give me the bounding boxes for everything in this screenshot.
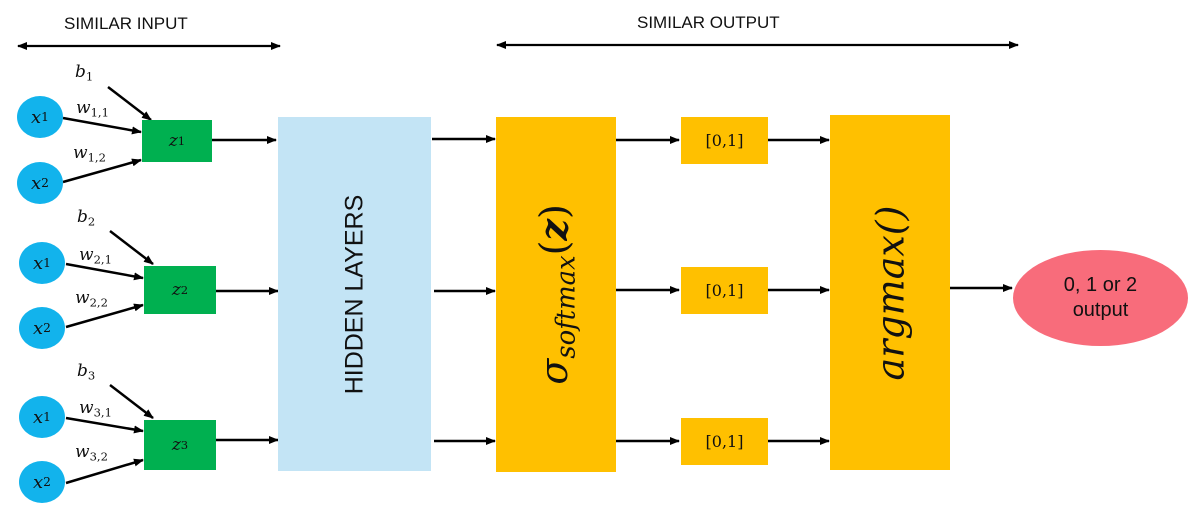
weight-arrow-1-1: [62, 116, 142, 135]
similar-output-label: SIMILAR OUTPUT: [637, 13, 780, 32]
argmax-block: argmax(): [830, 115, 950, 470]
softmax-block: σsoftmax(z): [496, 117, 616, 472]
weight-arrow-1-2: [62, 158, 142, 184]
bias-label-2: b2: [77, 207, 96, 229]
weight-label: w1,1: [76, 98, 109, 120]
weight-label: w3,1: [79, 398, 112, 420]
probability-box: [0,1]: [681, 267, 768, 314]
hidden-layers-block: HIDDEN LAYERS: [278, 117, 431, 471]
weight-arrow-2-2: [65, 303, 144, 329]
argmax-label: argmax(): [868, 205, 913, 380]
weight-arrow-3-1: [65, 416, 144, 434]
weight-label: w1,2: [73, 143, 106, 165]
weight-label: w2,2: [75, 288, 108, 310]
bias-arrow-2: [109, 230, 154, 265]
hidden-layers-label: HIDDEN LAYERS: [340, 194, 368, 394]
bias-arrow-1: [107, 86, 152, 121]
weight-label: w2,1: [79, 245, 112, 267]
probability-box: [0,1]: [681, 117, 768, 164]
weight-arrow-2-1: [65, 262, 144, 281]
bias-label-3: b3: [77, 361, 96, 383]
softmax-label: σsoftmax(z): [530, 204, 582, 385]
bias-label-1: b1: [75, 62, 94, 84]
output-line-2: output: [1072, 299, 1129, 321]
bias-arrow-3: [109, 384, 154, 419]
output-line-1: 0, 1 or 2: [1063, 274, 1138, 296]
weight-label: w3,2: [75, 442, 108, 464]
similar-input-label: SIMILAR INPUT: [64, 14, 188, 33]
weight-arrow-3-2: [65, 458, 144, 485]
output-node: 0, 1 or 2 output: [1013, 250, 1188, 346]
probability-box: [0,1]: [681, 418, 768, 465]
